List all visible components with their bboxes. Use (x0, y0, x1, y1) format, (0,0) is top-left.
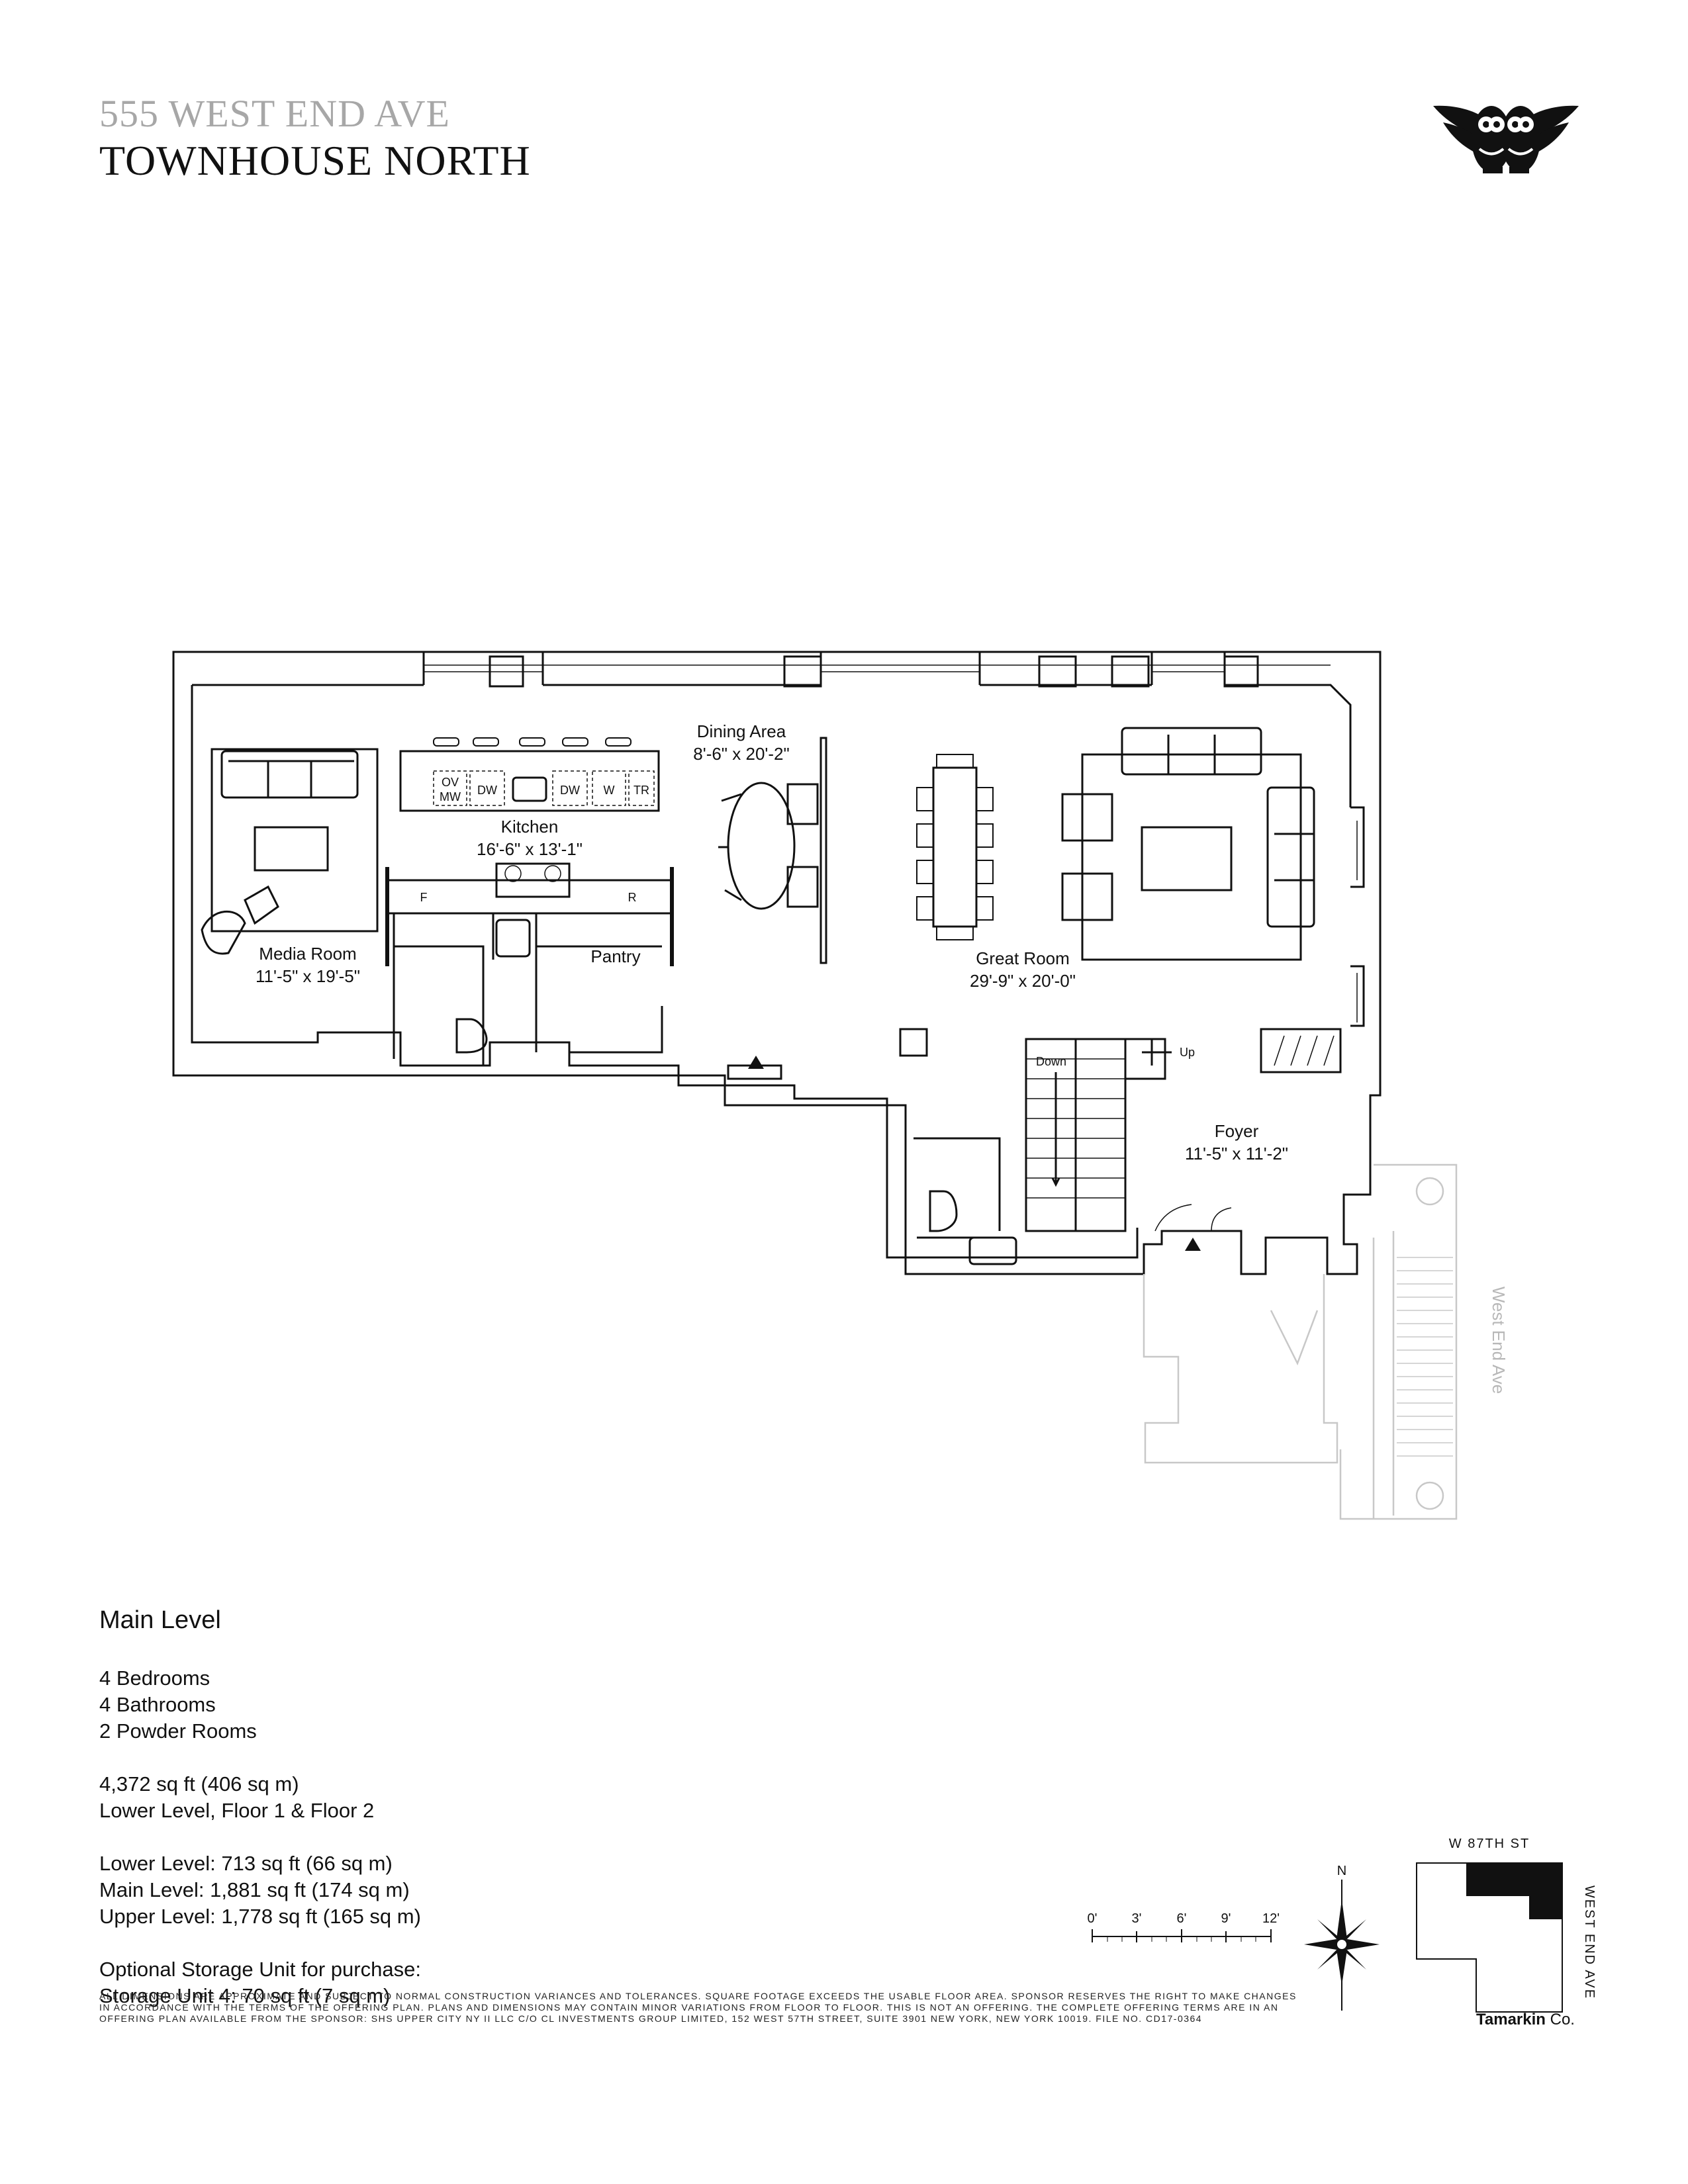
scale-tick-3: 3' (1132, 1911, 1142, 1926)
appliance-ov: OV (442, 776, 459, 789)
media-rug (211, 748, 379, 933)
appliance-mw: MW (440, 790, 461, 803)
room-label-kitchen: Kitchen (501, 817, 559, 837)
compass-star-icon (1304, 1880, 1380, 2011)
street-label: West End Ave (1489, 1287, 1509, 1394)
rooms-summary: 4 Bedrooms 4 Bathrooms 2 Powder Rooms (99, 1665, 421, 1745)
appliance-dw-2: DW (560, 784, 580, 797)
appliance-f: F (420, 891, 428, 904)
key-map (1416, 1862, 1563, 2013)
unit-title: TOWNHOUSE NORTH (99, 137, 531, 184)
stair-up (1074, 1038, 1127, 1232)
interior-wall (191, 685, 1139, 1259)
media-sofa (220, 750, 359, 799)
powder-rooms-count: 2 Powder Rooms (99, 1719, 257, 1743)
room-label-media: Media Room (259, 944, 356, 964)
exterior-wall (172, 651, 1382, 1275)
room-label-dining: Dining Area (697, 721, 786, 741)
entry-arrow-icon (748, 1056, 764, 1069)
legal-disclaimer: ALL DIMENSIONS ARE APPROXIMATE AND SUBJE… (99, 1991, 1297, 2024)
entry-arrow-icon (1185, 1238, 1201, 1251)
room-dims-dining: 8'-6" x 20'-2" (693, 744, 789, 764)
total-area-scope: Lower Level, Floor 1 & Floor 2 (99, 1799, 375, 1822)
living-rug (1081, 753, 1302, 961)
media-table (254, 826, 329, 872)
appliance-tr: TR (633, 784, 649, 797)
level-title: Main Level (99, 1606, 221, 1634)
brand-name-rest: Co. (1545, 2011, 1575, 2028)
scale-tick-6: 6' (1177, 1911, 1187, 1926)
level-areas: Lower Level: 713 sq ft (66 sq m) Main Le… (99, 1850, 421, 1930)
keymap-side-street: WEST END AVE (1582, 1886, 1597, 1999)
bathrooms-count: 4 Bathrooms (99, 1693, 216, 1716)
room-label-foyer: Foyer (1215, 1121, 1259, 1141)
room-dims-great: 29'-9" x 20'-0" (970, 971, 1076, 991)
main-level-area: Main Level: 1,881 sq ft (174 sq m) (99, 1878, 410, 1901)
bedrooms-count: 4 Bedrooms (99, 1666, 211, 1690)
scale-tick-9: 9' (1221, 1911, 1231, 1926)
unit-info: Main Level 4 Bedrooms 4 Bathrooms 2 Powd… (99, 1607, 421, 2036)
brand-name-bold: Tamarkin (1476, 2011, 1546, 2028)
appliance-dw-1: DW (477, 784, 497, 797)
building-address: 555 WEST END AVE (99, 92, 450, 135)
brand-mark: Tamarkin Co. (1476, 2011, 1575, 2029)
storage-note: Optional Storage Unit for purchase: (99, 1958, 421, 1981)
scale-bar (1092, 1929, 1272, 1942)
lower-level-area: Lower Level: 713 sq ft (66 sq m) (99, 1852, 393, 1875)
great-dining-table (932, 766, 978, 928)
total-area: 4,372 sq ft (406 sq m) (99, 1772, 299, 1796)
keymap-top-street: W 87TH ST (1449, 1837, 1530, 1851)
stair-up-label: Up (1180, 1046, 1195, 1059)
dining-table (727, 782, 796, 910)
room-dims-foyer: 11'-5" x 11'-2" (1185, 1144, 1288, 1163)
storage-info: Optional Storage Unit for purchase: Stor… (99, 1956, 421, 2009)
appliance-w: W (604, 784, 615, 797)
compass-north-label: N (1337, 1864, 1346, 1878)
room-dims-kitchen: 16'-6" x 13'-1" (477, 839, 583, 859)
storage-unit: Storage Unit 4: 70 sq ft (7 sq m) (99, 1984, 391, 2007)
stair-down-label: Down (1036, 1055, 1066, 1068)
upper-level-area: Upper Level: 1,778 sq ft (165 sq m) (99, 1905, 421, 1928)
room-label-great: Great Room (976, 948, 1070, 968)
scale-tick-12: 12' (1262, 1911, 1280, 1926)
room-dims-media: 11'-5" x 19'-5" (256, 966, 360, 986)
owl-crest-icon (1433, 105, 1579, 173)
area-total: 4,372 sq ft (406 sq m) Lower Level, Floo… (99, 1771, 421, 1824)
kitchen-island (399, 750, 660, 812)
room-label-pantry: Pantry (590, 946, 640, 966)
appliance-r: R (628, 891, 637, 904)
scale-tick-0: 0' (1088, 1911, 1098, 1926)
